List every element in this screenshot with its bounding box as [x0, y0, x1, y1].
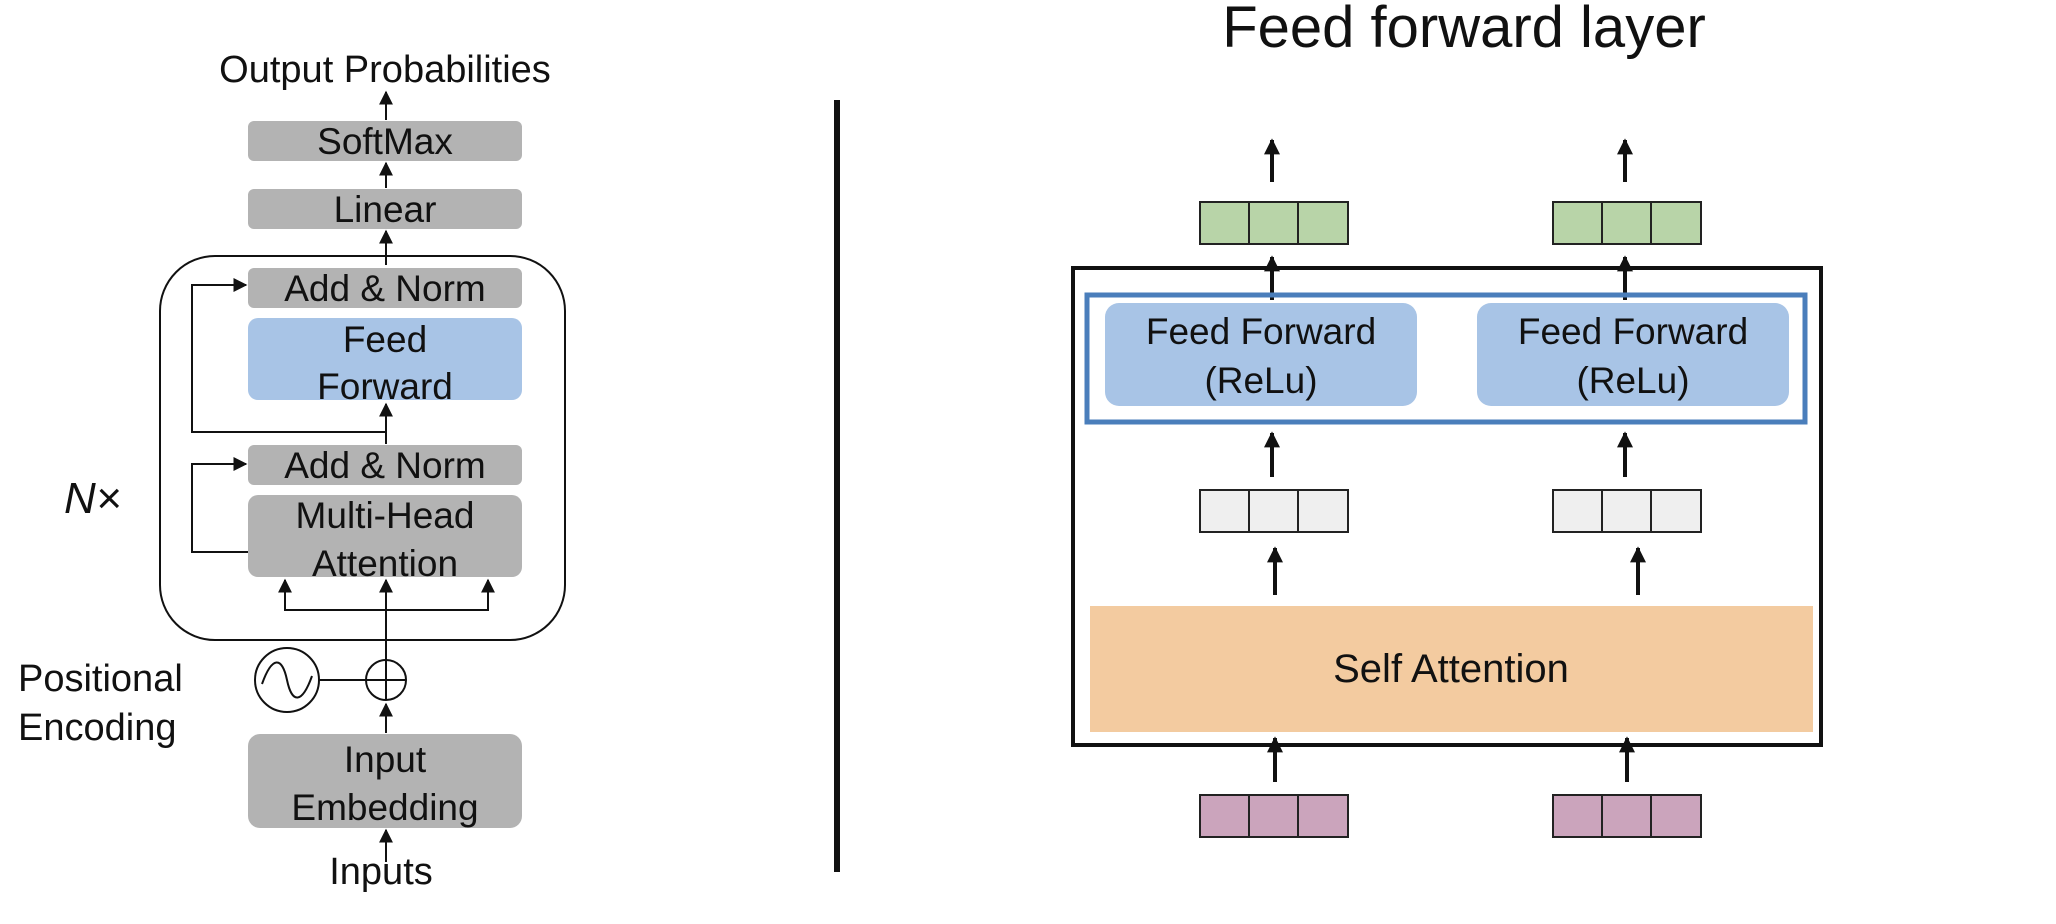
positional-encoding-line2: Encoding: [18, 707, 176, 749]
input-vector-right: [1552, 794, 1702, 838]
add-norm-bottom-label: Add & Norm: [284, 445, 486, 486]
positional-encoding-line1: Positional: [18, 658, 183, 700]
add-norm-top-label: Add & Norm: [284, 268, 486, 309]
self-attention-block: [1090, 606, 1813, 732]
feed-forward-left-block: [1105, 303, 1417, 406]
softmax-block: [248, 121, 522, 161]
residual-ff-arrow: [191, 278, 386, 433]
feed-forward-diagram: Feed forward layer Feed Forward (ReLu) F…: [1071, 0, 1823, 838]
input-embedding-line1: Input: [344, 739, 427, 780]
diagram-title: Feed forward layer: [1222, 0, 1706, 60]
encoder-frame: [1071, 266, 1823, 747]
output-probabilities-label: Output Probabilities: [219, 49, 551, 91]
hidden-vector-right: [1552, 489, 1702, 533]
input-vector-left: [1199, 794, 1349, 838]
encoder-layer-frame: [159, 255, 566, 641]
residual-attn-arrow: [191, 457, 248, 553]
query-input-arrow: [278, 578, 386, 611]
input-embedding-block: [248, 734, 522, 828]
encoder-diagram: Output Probabilities SoftMax Linear Add …: [18, 49, 566, 893]
ff-left-line1: Feed Forward: [1146, 311, 1376, 352]
multi-head-attention-block: [248, 495, 522, 577]
mha-line1: Multi-Head: [296, 495, 475, 536]
ff-right-line1: Feed Forward: [1518, 311, 1748, 352]
add-norm-bottom-block: [248, 445, 522, 485]
self-attention-label: Self Attention: [1333, 647, 1569, 691]
output-vector-left: [1199, 201, 1349, 245]
feed-forward-line2: Forward: [317, 366, 453, 407]
feed-forward-group-frame: [1084, 292, 1808, 425]
ff-right-line2: (ReLu): [1576, 360, 1689, 401]
repeat-n-label: N×: [64, 474, 121, 523]
ff-left-line2: (ReLu): [1204, 360, 1317, 401]
key-input-arrow: [386, 578, 495, 611]
feed-forward-block: [248, 318, 522, 400]
hidden-vector-left: [1199, 489, 1349, 533]
softmax-label: SoftMax: [317, 121, 453, 162]
linear-label: Linear: [334, 189, 437, 230]
mha-line2: Attention: [312, 543, 458, 584]
inputs-label: Inputs: [329, 851, 433, 893]
output-vector-right: [1552, 201, 1702, 245]
sine-wave-path: [261, 661, 313, 699]
feed-forward-right-block: [1477, 303, 1789, 406]
feed-forward-line1: Feed: [343, 319, 427, 360]
add-norm-top-block: [248, 268, 522, 308]
input-embedding-line2: Embedding: [291, 787, 478, 828]
linear-block: [248, 189, 522, 229]
